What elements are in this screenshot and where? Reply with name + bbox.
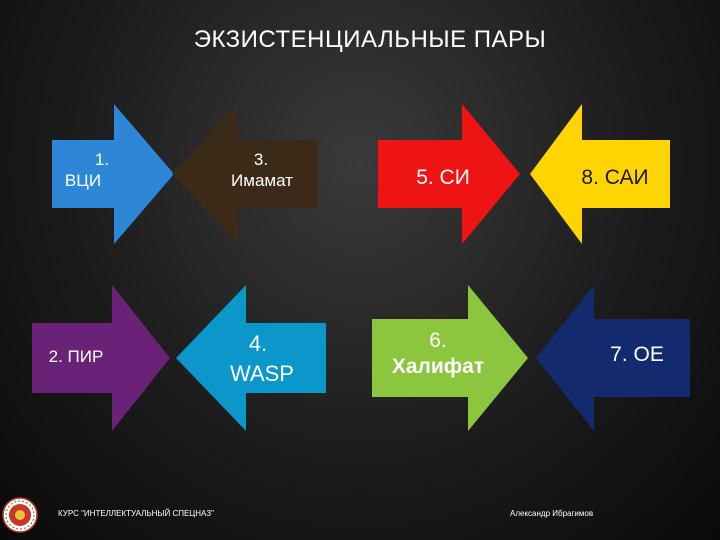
arrow-oe: 7. ОЕ <box>536 285 690 431</box>
arrow-vci-label: ВЦИ <box>64 171 102 190</box>
footer-course: КУРС "ИНТЕЛЛЕКТУАЛЬНЫЙ СПЕЦНАЗ" <box>58 509 214 518</box>
arrow-wasp-label: WASP <box>230 361 294 386</box>
arrow-imamat-number: 3. <box>253 150 269 169</box>
left-arrow-icon <box>530 104 670 244</box>
arrow-khalifat-label: Халифат <box>391 355 485 378</box>
left-arrow-icon <box>176 285 326 431</box>
arrow-wasp-number: 4. <box>248 331 268 356</box>
arrow-si: 5. СИ <box>378 104 520 244</box>
slide-title: ЭКЗИСТЕНЦИАЛЬНЫЕ ПАРЫ <box>193 26 547 53</box>
arrow-sai: 8. САИ <box>530 104 670 244</box>
arrow-vci: 1. ВЦИ <box>52 104 174 244</box>
right-arrow-icon <box>32 285 170 431</box>
right-arrow-icon <box>372 285 528 431</box>
right-arrow-icon <box>378 104 520 244</box>
left-arrow-icon <box>536 285 690 431</box>
arrow-imamat-label: Имамат <box>231 171 293 190</box>
left-arrow-icon <box>172 104 318 244</box>
arrow-khalifat-number: 6. <box>429 329 447 352</box>
arrow-oe-label: 7. ОЕ <box>610 343 664 366</box>
right-arrow-icon <box>52 104 174 244</box>
arrow-wasp: 4. WASP <box>176 285 326 431</box>
arrow-pir: 2. ПИР <box>32 285 170 431</box>
arrow-imamat: 3. Имамат <box>172 104 318 244</box>
arrow-vci-number: 1. <box>94 150 110 169</box>
arrow-sai-label: 8. САИ <box>581 166 649 189</box>
arrow-si-label: 5. СИ <box>416 166 470 189</box>
arrow-pir-label: 2. ПИР <box>48 347 104 366</box>
arrow-khalifat: 6. Халифат <box>372 285 528 431</box>
emblem-icon <box>2 497 38 533</box>
footer-author: Александр Ибрагимов <box>510 509 594 518</box>
